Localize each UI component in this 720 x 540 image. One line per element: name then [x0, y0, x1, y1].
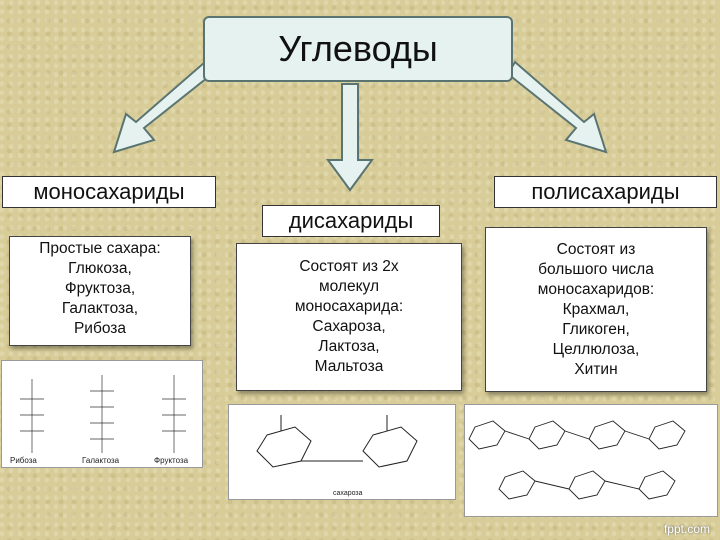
sucrose-formula-drawing: сахароза — [256, 415, 418, 497]
mono-description: Простые сахара: Глюкоза, Фруктоза, Галак… — [9, 236, 191, 346]
polysaccharide-formula-image — [464, 404, 718, 517]
sucrose-formula-image: сахароза — [228, 404, 456, 500]
arrow-to-di — [326, 83, 374, 192]
fructose-label: Фруктоза — [154, 456, 189, 465]
polysaccharide-formula-drawing — [468, 420, 686, 500]
mono-formulas-drawing: Рибоза Галактоза Фруктоза — [10, 375, 189, 465]
poly-header: полисахариды — [494, 176, 717, 208]
mono-formulas-image: Рибоза Галактоза Фруктоза — [1, 360, 203, 468]
poly-description: Состоят из большого числа моносахаридов:… — [485, 227, 707, 392]
credit-text: fppt.com — [663, 522, 710, 536]
di-description: Состоят из 2х молекул моносахарида: Саха… — [236, 243, 462, 391]
di-header: дисахариды — [262, 205, 440, 237]
galactose-label: Галактоза — [82, 456, 120, 465]
sucrose-label: сахароза — [333, 490, 363, 497]
arrow-to-poly — [506, 60, 608, 154]
ribose-label: Рибоза — [10, 456, 37, 465]
arrow-to-mono — [112, 60, 214, 154]
mono-header: моносахариды — [2, 176, 216, 208]
diagram-title: Углеводы — [203, 16, 513, 82]
